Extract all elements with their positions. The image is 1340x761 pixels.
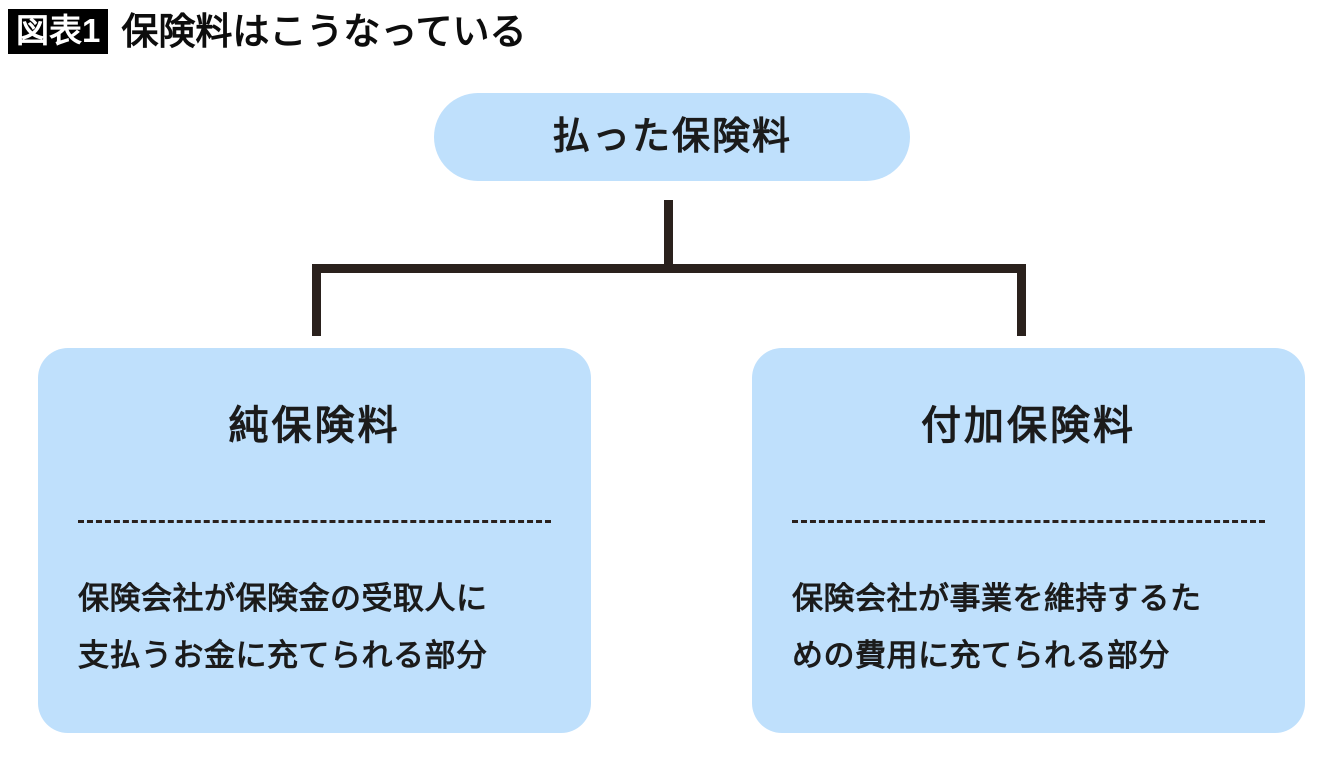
dashed-divider-left xyxy=(78,520,551,523)
connector-drop-left xyxy=(312,264,321,336)
diagram-node-root-label: 払った保険料 xyxy=(551,116,792,158)
diagram-node-pure-premium: 純保険料 保険会社が保険金の受取人に 支払うお金に充てられる部分 xyxy=(38,348,591,733)
connector-drop-right xyxy=(1017,264,1026,336)
card-body-line: 保険会社が事業を維持するた xyxy=(792,581,1202,616)
card-body-line: めの費用に充てられる部分 xyxy=(792,638,1170,673)
card-title-right: 付加保険料 xyxy=(921,404,1136,448)
card-body-line: 支払うお金に充てられる部分 xyxy=(78,638,488,673)
diagram-node-loading-premium: 付加保険料 保険会社が事業を維持するた めの費用に充てられる部分 xyxy=(752,348,1305,733)
page-header: 図表1 保険料はこうなっている xyxy=(8,8,527,54)
card-body-line: 保険会社が保険金の受取人に xyxy=(78,581,488,616)
dashed-divider-right xyxy=(792,520,1265,523)
card-body-left: 保険会社が保険金の受取人に 支払うお金に充てられる部分 xyxy=(78,570,567,684)
card-title-left: 純保険料 xyxy=(228,404,401,448)
page-title: 保険料はこうなっている xyxy=(121,10,527,52)
card-body-right: 保険会社が事業を維持するた めの費用に充てられる部分 xyxy=(792,570,1281,684)
figure-number-badge: 図表1 xyxy=(8,8,109,54)
diagram-node-root: 払った保険料 xyxy=(434,93,910,181)
connector-stem xyxy=(664,200,673,272)
connector-horizontal-bar xyxy=(312,264,1026,273)
